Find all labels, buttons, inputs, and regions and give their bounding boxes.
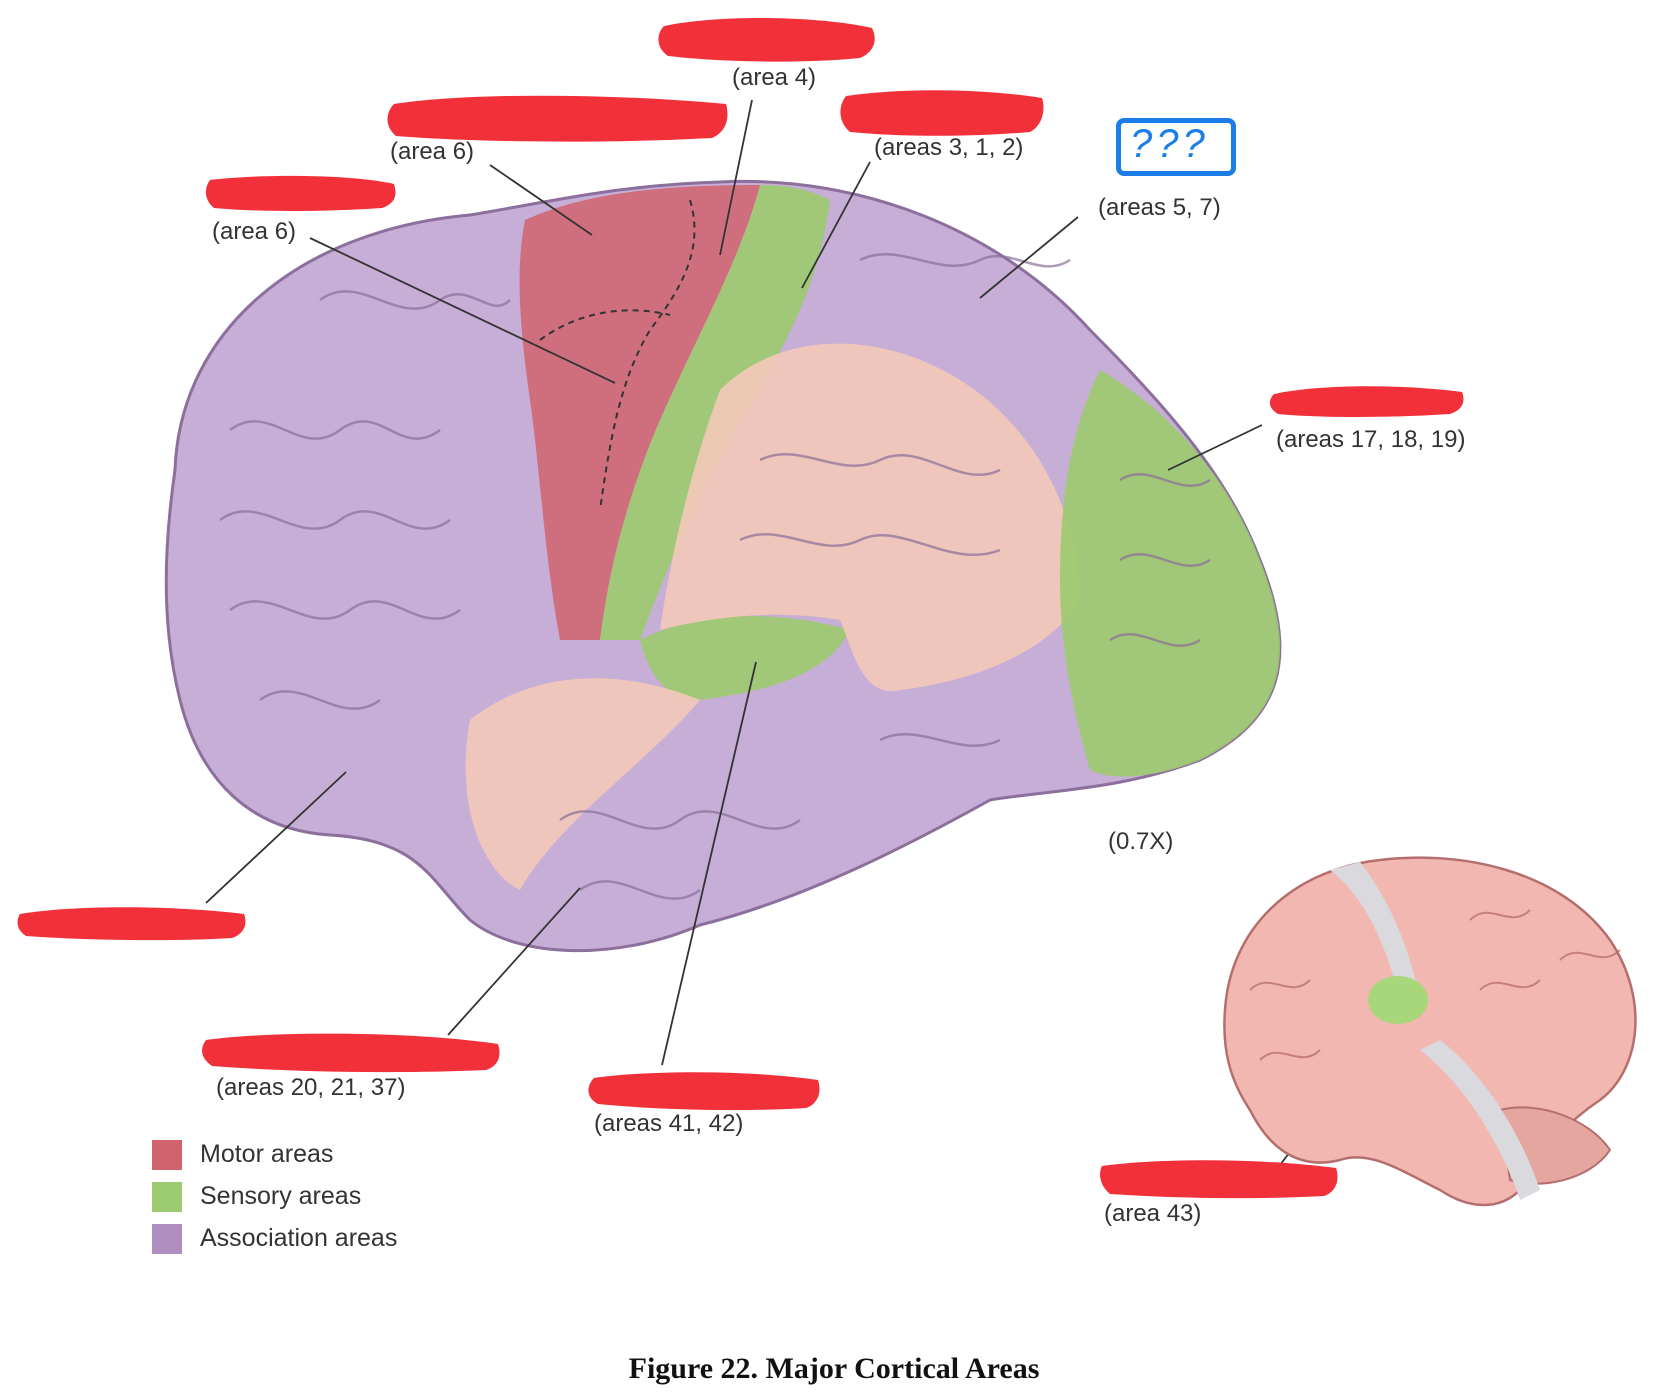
label-areas4142: (areas 41, 42) — [594, 1110, 744, 1137]
label-area6-top: (area 6) — [390, 138, 475, 165]
question-annotation-box — [1116, 118, 1236, 176]
label-areas202137: (areas 20, 21, 37) — [216, 1074, 406, 1101]
label-scale: (0.7X) — [1108, 828, 1174, 855]
leader-areas312 — [801, 161, 871, 289]
parietal-association-region — [660, 343, 1080, 692]
legend-swatch-motor — [152, 1140, 182, 1170]
redaction-areas4142 — [588, 1072, 820, 1111]
legend-swatch-association — [152, 1224, 182, 1254]
leader-areas57 — [979, 216, 1079, 299]
redaction-left-lower — [17, 907, 246, 941]
legend-label-sensory: Sensory areas — [200, 1182, 362, 1210]
redaction-area4 — [658, 17, 875, 62]
redaction-area6-top — [387, 95, 728, 142]
label-areas171819: (areas 17, 18, 19) — [1276, 426, 1466, 453]
figure-caption: Figure 22. Major Cortical Areas — [628, 1352, 1040, 1385]
auditory-region — [640, 616, 850, 700]
leader-areas171819 — [1167, 424, 1263, 471]
premotor-boundary-dashed — [539, 199, 696, 511]
temporal-strip-region — [465, 678, 700, 890]
legend-label-association: Association areas — [200, 1224, 398, 1252]
redaction-areas171819 — [1269, 386, 1464, 417]
visual-cortex-region — [1060, 370, 1280, 777]
inset-brain — [1223, 856, 1637, 1207]
label-area4: (area 4) — [732, 64, 817, 91]
redaction-areas202137 — [202, 1033, 500, 1073]
leader-areas4142 — [661, 661, 757, 1066]
legend-swatch-sensory — [152, 1182, 182, 1212]
redaction-marks — [17, 17, 1464, 1199]
label-areas57: (areas 5, 7) — [1098, 194, 1221, 221]
label-area6-left: (area 6) — [212, 218, 297, 245]
redaction-areas312 — [840, 90, 1044, 136]
leader-lines — [205, 99, 1393, 1166]
leader-areas202137 — [447, 887, 581, 1036]
legend-label-motor: Motor areas — [200, 1140, 334, 1168]
leader-area4 — [719, 99, 753, 256]
leader-area6-left — [309, 237, 616, 384]
redaction-area6-left — [205, 175, 396, 211]
leader-area6-top — [489, 164, 593, 236]
motor-area-region — [519, 185, 760, 640]
label-areas312: (areas 3, 1, 2) — [874, 134, 1024, 161]
question-annotation-text: ??? — [1130, 122, 1209, 166]
redaction-area43 — [1100, 1160, 1338, 1199]
gyri-lines — [219, 253, 1211, 900]
leader-left-lower — [205, 771, 347, 904]
label-area43: (area 43) — [1104, 1200, 1202, 1227]
